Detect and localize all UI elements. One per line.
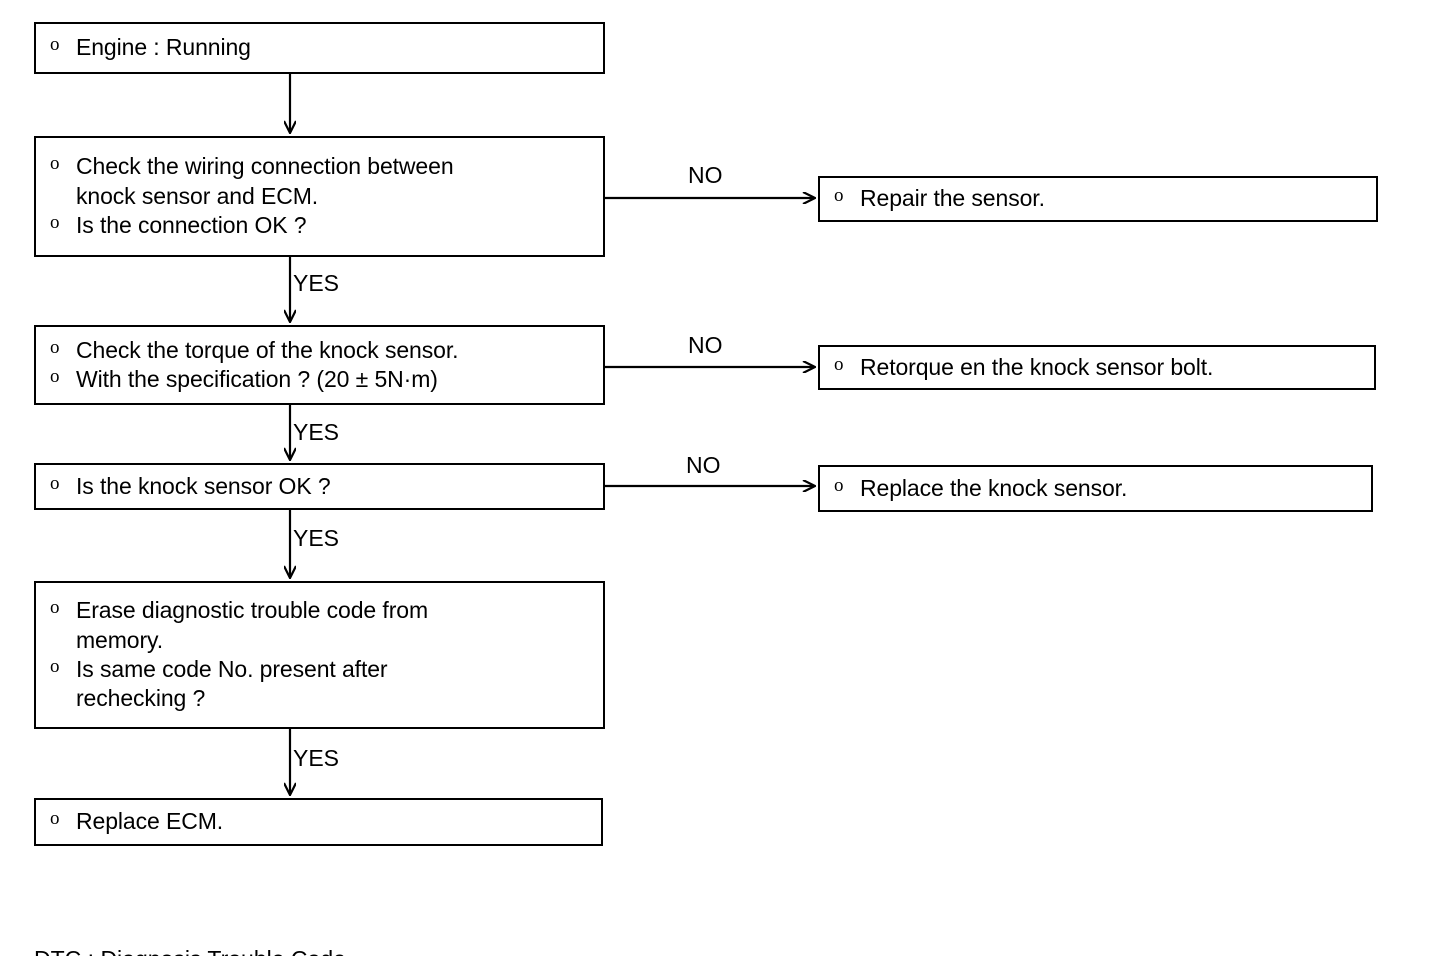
bullet-marker-icon: o — [50, 366, 60, 387]
bullet-marker-icon: o — [50, 336, 60, 358]
node-line-text: Is same code No. present after — [76, 656, 388, 682]
bullet-marker-icon: o — [50, 472, 60, 494]
bullet-marker-icon: o — [50, 808, 60, 830]
edge-label-no-2: NO — [688, 332, 723, 358]
node-line-text: Retorque en the knock sensor bolt. — [860, 353, 1214, 380]
node-text: o Repair the sensor. — [820, 184, 1376, 213]
node-line-text: memory. — [76, 626, 164, 653]
node-text-line: o Check the torque of the knock sensor. — [50, 336, 597, 365]
legend-line-dtc: DTC : Diagnosis Trouble Code — [34, 943, 346, 956]
bullet-spacer: o — [50, 182, 76, 206]
bullet-marker-icon: o — [50, 34, 60, 56]
node-line-text: knock sensor and ECM. — [76, 182, 319, 209]
node-replace-ecm: o Replace ECM. — [34, 798, 603, 846]
node-line-text: Is the knock sensor OK ? — [76, 472, 331, 499]
legend-block: DTC : Diagnosis Trouble Code ECM : Engin… — [34, 876, 346, 956]
node-text-line: omemory. — [50, 626, 597, 655]
bullet-marker-icon: o — [50, 153, 60, 175]
node-retorque-bolt: o Retorque en the knock sensor bolt. — [818, 345, 1376, 390]
edge-label-yes-2: YES — [293, 419, 340, 445]
node-line-text: Replace ECM. — [76, 808, 224, 835]
node-line-text: rechecking ? — [76, 685, 206, 712]
edge-label-yes-3: YES — [293, 525, 340, 551]
edge-label-no-3: NO — [686, 452, 721, 478]
node-text: o Replace ECM. — [36, 807, 601, 836]
node-text-line: o Is same code No. present after — [50, 655, 597, 684]
node-text-line: o Is the connection OK ? — [50, 211, 597, 240]
node-line-text: Repair the sensor. — [860, 185, 1045, 212]
node-text: o Retorque en the knock sensor bolt. — [820, 353, 1374, 382]
node-line-text: Check the wiring connection between — [76, 153, 454, 180]
edge-label-no-1: NO — [688, 162, 723, 188]
node-engine-running: o Engine : Running — [34, 22, 605, 74]
node-line-text: Engine : Running — [76, 34, 251, 61]
node-line-text: Replace the knock sensor. — [860, 474, 1128, 501]
node-text-line: o With the specification ? (20 ± 5N·m) — [50, 365, 597, 394]
node-knock-sensor-ok: o Is the knock sensor OK ? — [34, 463, 605, 510]
bullet-marker-icon: o — [834, 185, 844, 207]
bullet-marker-icon: o — [50, 597, 60, 619]
node-text: o Engine : Running — [36, 33, 603, 62]
node-repair-sensor: o Repair the sensor. — [818, 176, 1378, 222]
node-line-text: With the specification ? (20 ± 5N·m) — [76, 366, 438, 392]
node-text-line: o Repair the sensor. — [834, 184, 1370, 213]
bullet-marker-icon: o — [50, 656, 60, 677]
node-text-line: o Is the knock sensor OK ? — [50, 472, 597, 501]
node-text-line: o Replace the knock sensor. — [834, 474, 1365, 503]
node-text: o Is the knock sensor OK ? — [36, 472, 603, 501]
node-line-text: Is the connection OK ? — [76, 212, 307, 239]
node-text-line: o Retorque en the knock sensor bolt. — [834, 353, 1368, 382]
edge-label-yes-4: YES — [293, 745, 340, 771]
node-line-text: Erase diagnostic trouble code from — [76, 597, 429, 624]
node-text-line: o Engine : Running — [50, 33, 597, 62]
node-text: o Replace the knock sensor. — [820, 474, 1371, 503]
node-replace-knock-sensor: o Replace the knock sensor. — [818, 465, 1373, 512]
node-text-line: orechecking ? — [50, 684, 597, 713]
node-text-line: o Check the wiring connection between — [50, 152, 597, 181]
bullet-spacer: o — [50, 626, 76, 650]
bullet-spacer: o — [50, 684, 76, 708]
node-text-line: oknock sensor and ECM. — [50, 182, 597, 211]
node-line-text: Check the torque of the knock sensor. — [76, 336, 459, 363]
bullet-marker-icon: o — [50, 212, 60, 234]
node-text-line: o Erase diagnostic trouble code from — [50, 596, 597, 625]
edge-label-yes-1: YES — [293, 270, 340, 296]
bullet-marker-icon: o — [834, 474, 844, 496]
node-text-line: o Replace ECM. — [50, 807, 595, 836]
bullet-marker-icon: o — [834, 353, 844, 375]
